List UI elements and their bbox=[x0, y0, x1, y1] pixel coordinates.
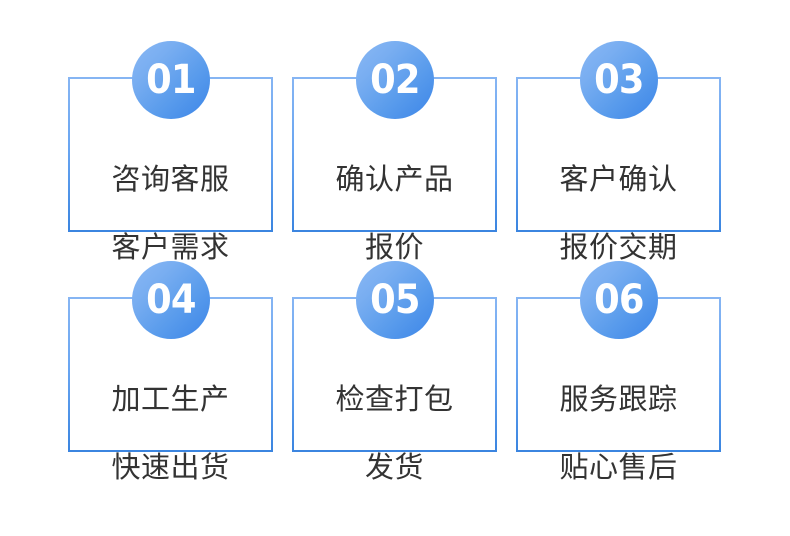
step-number-3: 03 bbox=[593, 57, 644, 103]
step-number-1: 01 bbox=[145, 57, 196, 103]
step-card-6[interactable]: 06 服务跟踪 贴心售后 bbox=[516, 261, 721, 484]
step-number-6: 06 bbox=[593, 277, 644, 323]
step-text-line-1b: 客户需求 bbox=[111, 232, 230, 264]
step-card-2[interactable]: 02 确认产品 报价 bbox=[292, 41, 497, 264]
step-card-4[interactable]: 04 加工生产 快速出货 bbox=[68, 261, 273, 484]
step-badge-4: 04 bbox=[131, 261, 210, 339]
step-text-line-2a: 确认产品 bbox=[335, 164, 454, 196]
step-badge-6: 06 bbox=[579, 261, 658, 339]
step-text-3: 客户确认 报价交期 bbox=[516, 129, 721, 299]
step-text-line-3a: 客户确认 bbox=[559, 164, 678, 196]
step-badge-1: 01 bbox=[131, 41, 210, 119]
step-badge-3: 03 bbox=[579, 41, 658, 119]
step-number-5: 05 bbox=[369, 277, 420, 323]
step-text-line-5a: 检查打包 bbox=[335, 384, 454, 416]
step-text-line-3b: 报价交期 bbox=[559, 232, 678, 264]
step-text-line-1a: 咨询客服 bbox=[111, 164, 230, 196]
step-text-1: 咨询客服 客户需求 bbox=[68, 129, 273, 299]
step-text-6: 服务跟踪 贴心售后 bbox=[516, 349, 721, 519]
step-text-line-4b: 快速出货 bbox=[111, 452, 230, 484]
step-card-5[interactable]: 05 检查打包 发货 bbox=[292, 261, 497, 484]
step-text-line-4a: 加工生产 bbox=[111, 384, 230, 416]
step-text-4: 加工生产 快速出货 bbox=[68, 349, 273, 519]
steps-grid: 01 咨询客服 客户需求 02 确认产品 报价 03 客户确认 bbox=[68, 41, 721, 484]
step-number-2: 02 bbox=[369, 57, 420, 103]
step-text-line-6b: 贴心售后 bbox=[559, 452, 678, 484]
step-text-line-5b: 发货 bbox=[364, 452, 424, 484]
step-card-1[interactable]: 01 咨询客服 客户需求 bbox=[68, 41, 273, 264]
step-text-2: 确认产品 报价 bbox=[292, 129, 497, 299]
step-text-line-2b: 报价 bbox=[364, 232, 424, 264]
step-text-line-6a: 服务跟踪 bbox=[559, 384, 678, 416]
step-badge-5: 05 bbox=[355, 261, 434, 339]
step-card-3[interactable]: 03 客户确认 报价交期 bbox=[516, 41, 721, 264]
step-badge-2: 02 bbox=[355, 41, 434, 119]
step-number-4: 04 bbox=[145, 277, 196, 323]
step-text-5: 检查打包 发货 bbox=[292, 349, 497, 519]
